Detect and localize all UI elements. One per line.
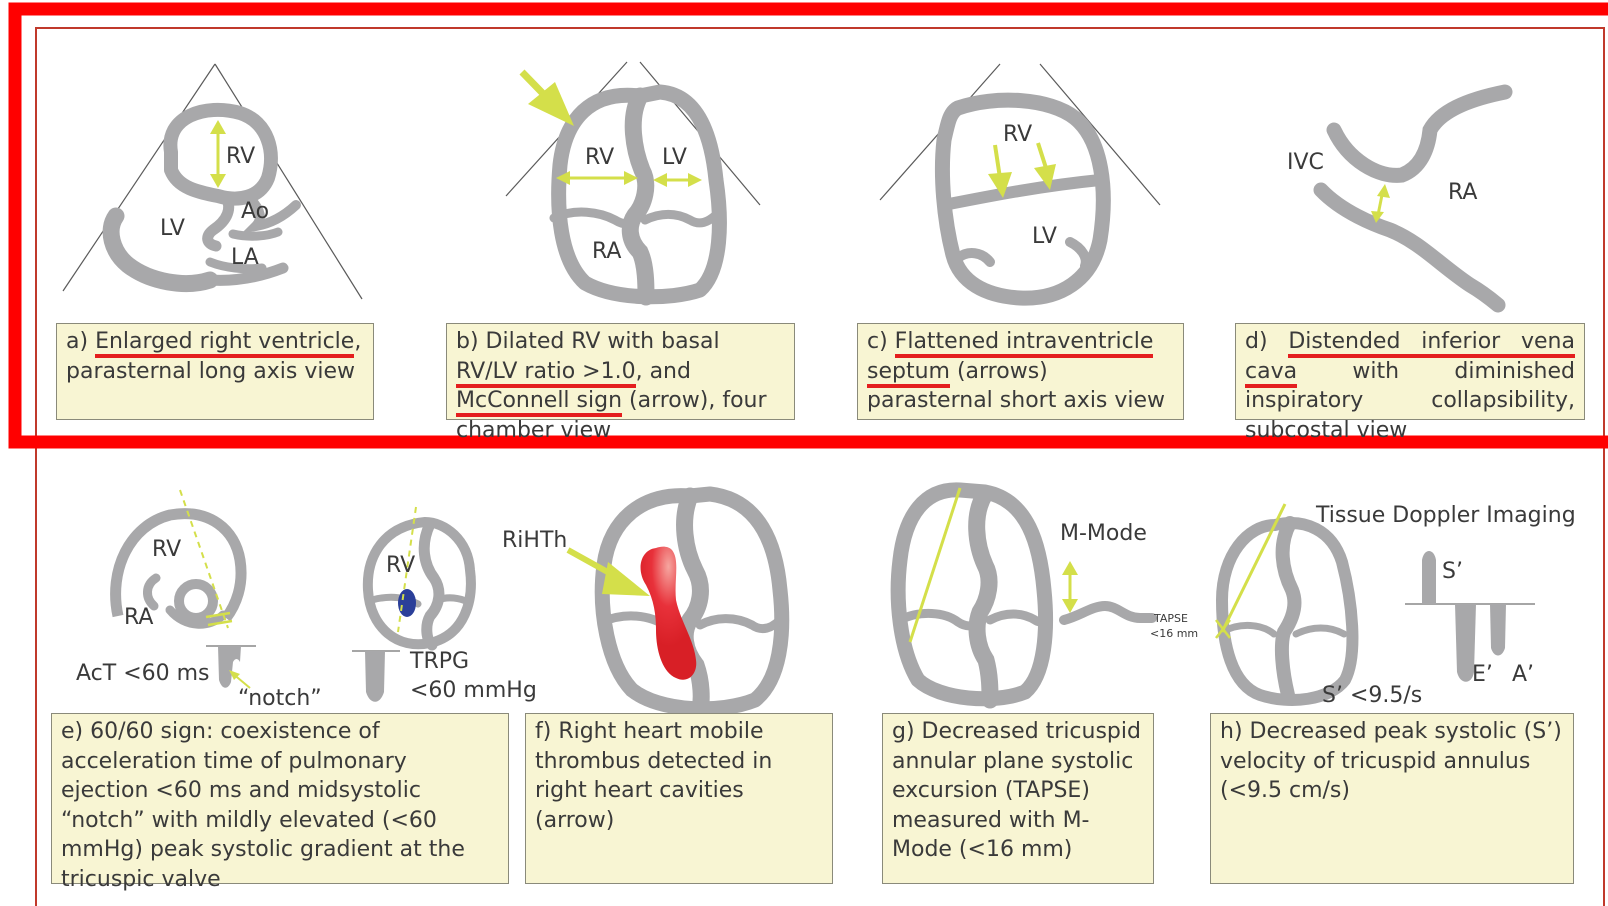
panel-b-label-lv: LV	[662, 145, 687, 170]
panel-h-label-e: E’	[1472, 662, 1493, 687]
panel-e-label-rv2: RV	[386, 553, 415, 578]
panel-d-label-ra: RA	[1448, 180, 1477, 205]
caption-b-highlight2: McConnell sign	[456, 388, 622, 417]
panel-e-label-act: AcT <60 ms	[76, 661, 210, 686]
panel-g-label-mmode: M-Mode	[1060, 521, 1147, 546]
caption-h: h) Decreased peak systolic (S’) velocity…	[1210, 713, 1574, 884]
panel-h-label-a: A’	[1512, 662, 1534, 687]
caption-c: c) Flattened intraventricle septum (arro…	[857, 323, 1184, 420]
panel-b-label-rv: RV	[585, 145, 614, 170]
panel-e-label-notch: “notch”	[238, 686, 322, 711]
caption-e: e) 60/60 sign: coexistence of accelerati…	[51, 713, 509, 884]
caption-a: a) Enlarged right ventricle, parasternal…	[56, 323, 374, 420]
caption-g: g) Decreased tricuspid annular plane sys…	[882, 713, 1154, 884]
caption-a-prefix: a)	[66, 329, 95, 354]
caption-f-text: f) Right heart mobile thrombus detected …	[535, 719, 772, 833]
caption-h-text: h) Decreased peak systolic (S’) velocity…	[1220, 719, 1562, 803]
panel-d-label-ivc: IVC	[1287, 150, 1324, 175]
panel-h-label-s: S’	[1442, 559, 1463, 584]
panel-c-label-lv: LV	[1032, 224, 1057, 249]
panel-c-label-rv: RV	[1003, 122, 1032, 147]
caption-e-text: e) 60/60 sign: coexistence of accelerati…	[61, 719, 465, 892]
panel-e-label-rv1: RV	[152, 537, 181, 562]
panel-g-label-tapse-val: <16 mm	[1150, 627, 1198, 640]
panel-h-label-tdi: Tissue Doppler Imaging	[1315, 503, 1576, 528]
caption-d-prefix: d)	[1245, 329, 1288, 354]
panel-g-label-tapse: TAPSE	[1153, 612, 1188, 625]
panel-a-label-lv: LV	[160, 216, 185, 241]
panel-c-diagram	[880, 64, 1160, 298]
panel-h-label-s-val: S’ <9.5/s	[1322, 683, 1422, 708]
caption-f: f) Right heart mobile thrombus detected …	[525, 713, 833, 884]
panel-a-diagram	[63, 64, 362, 299]
caption-b-mid: , and	[636, 359, 691, 384]
panel-e-label-ra1: RA	[124, 605, 153, 630]
caption-g-text: g) Decreased tricuspid annular plane sys…	[892, 719, 1141, 862]
panel-b-label-ra: RA	[592, 239, 621, 264]
panel-a-label-ao: Ao	[241, 199, 269, 224]
panel-a-label-rv: RV	[226, 144, 255, 169]
caption-b-highlight1: RV/LV ratio >1.0	[456, 359, 636, 388]
caption-d: d) Distended inferior vena cava with dim…	[1235, 323, 1585, 420]
caption-c-prefix: c)	[867, 329, 895, 354]
panel-f-diagram	[568, 494, 782, 710]
panel-f-label-rihth: RiHTh	[502, 528, 567, 553]
caption-a-highlight: Enlarged right ventricle	[95, 329, 354, 358]
panel-e-label-trpg2: <60 mmHg	[410, 678, 537, 703]
caption-b: b) Dilated RV with basal RV/LV ratio >1.…	[446, 323, 795, 420]
panel-a-label-la: LA	[231, 245, 259, 270]
panel-g-diagram	[898, 488, 1152, 700]
panel-b-diagram	[506, 62, 760, 297]
caption-b-prefix: b) Dilated RV with basal	[456, 329, 720, 354]
panel-e-label-trpg1: TRPG	[409, 649, 469, 674]
